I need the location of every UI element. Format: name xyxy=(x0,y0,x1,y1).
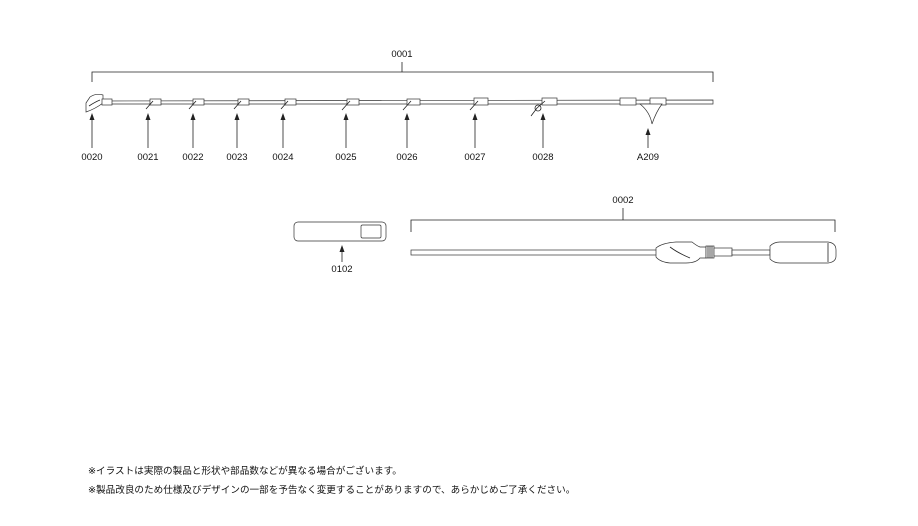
label-guide-8: 0028 xyxy=(532,152,553,163)
label-guide-4: 0024 xyxy=(272,152,293,163)
guide-0021 xyxy=(145,98,162,110)
tip-leader-arrows xyxy=(89,113,651,148)
guide-0022 xyxy=(188,98,205,110)
label-guide-6: 0026 xyxy=(396,152,417,163)
butt-section-bracket xyxy=(410,219,836,232)
guide-0028 xyxy=(530,97,558,117)
label-butt-section: 0002 xyxy=(612,195,633,206)
footnote-specification: ※製品改良のため仕様及びデザインの一部を予告なく変更することがありますので、あら… xyxy=(88,485,576,496)
label-case: 0102 xyxy=(331,264,352,275)
guide-0027 xyxy=(469,97,489,111)
guide-0025 xyxy=(341,98,360,111)
butt-section-blank xyxy=(410,249,662,256)
rear-grip xyxy=(769,241,837,264)
label-sharp-part: A209 xyxy=(637,152,659,163)
label-guide-5: 0025 xyxy=(335,152,356,163)
guide-0023 xyxy=(233,98,250,110)
label-tip-top: 0020 xyxy=(81,152,102,163)
case-group: 0102 xyxy=(293,221,387,275)
tip-section-group: 0001 xyxy=(81,49,714,163)
tip-section-bracket xyxy=(91,71,714,82)
part-a209 xyxy=(619,97,667,125)
label-guide-1: 0021 xyxy=(137,152,158,163)
label-guide-7: 0027 xyxy=(464,152,485,163)
guide-0024 xyxy=(280,98,297,110)
footnote-illustration: ※イラストは実際の製品と形状や部品数などが異なる場合がございます。 xyxy=(88,466,402,477)
footnotes: ※イラストは実際の製品と形状や部品数などが異なる場合がございます。 ※製品改良の… xyxy=(88,462,575,500)
fore-grip xyxy=(655,241,707,264)
label-tip-section: 0001 xyxy=(391,49,412,60)
guide-0026 xyxy=(402,98,421,111)
reel-seat-hood xyxy=(713,247,733,257)
tip-top-guide xyxy=(85,93,104,113)
label-guide-3: 0023 xyxy=(226,152,247,163)
butt-section-group: 0002 xyxy=(410,195,837,264)
label-guide-2: 0022 xyxy=(182,152,203,163)
